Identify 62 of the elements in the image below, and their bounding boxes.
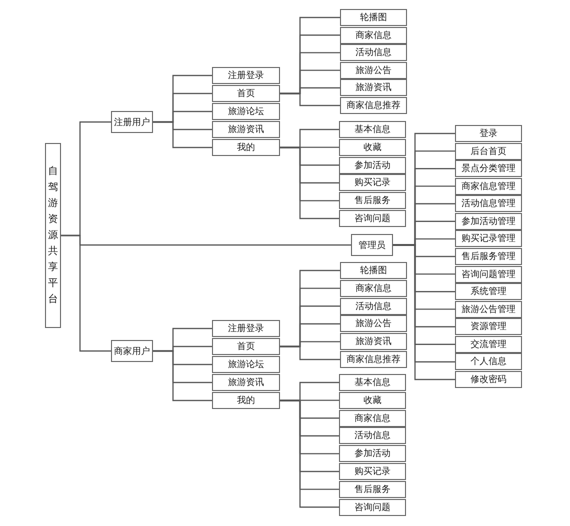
module-box: 基本信息 (339, 374, 406, 391)
module-box: 景点分类管理 (455, 160, 522, 178)
module-box: 咨询问题 (339, 498, 406, 516)
connector-line (153, 350, 212, 402)
module-box: 资源管理 (455, 318, 522, 336)
module-box: 旅游资讯 (340, 79, 407, 96)
module-box: 轮播图 (340, 262, 407, 279)
module-box: 活动信息 (339, 427, 406, 444)
module-box: 参加活动管理 (455, 212, 522, 230)
module-box: 交流管理 (455, 336, 522, 353)
module-box: 参加活动 (339, 445, 406, 462)
module-box: 商家用户 (111, 340, 153, 362)
module-box: 收藏 (339, 138, 406, 156)
module-box: 首页 (212, 85, 280, 102)
module-box: 后台首页 (455, 142, 522, 160)
module-box: 首页 (212, 338, 280, 355)
module-box: 注册登录 (212, 67, 280, 84)
connector-line (280, 346, 340, 360)
module-box: 参加活动 (339, 156, 406, 174)
module-box: 旅游公告 (340, 62, 407, 79)
module-box: 注册用户 (111, 111, 153, 133)
module-box: 售后服务管理 (455, 248, 522, 265)
module-box: 商家信息推荐 (340, 351, 407, 368)
connector-line (280, 146, 339, 220)
module-box: 商家信息 (340, 26, 407, 44)
module-box: 个人信息 (455, 353, 522, 370)
module-box: 收藏 (339, 392, 406, 409)
module-box: 活动信息 (340, 44, 407, 62)
root-box: 自驾游资源共享平台 (45, 143, 61, 328)
module-box: 活动信息管理 (455, 195, 522, 212)
module-box: 商家信息 (340, 280, 407, 297)
module-box: 基本信息 (339, 121, 406, 138)
module-box: 旅游论坛 (212, 103, 280, 120)
module-box: 管理员 (351, 234, 393, 256)
module-box: 咨询问题管理 (455, 266, 522, 283)
module-box: 系统管理 (455, 283, 522, 300)
connector-line (153, 121, 212, 148)
module-box: 活动信息 (340, 298, 407, 315)
module-box: 轮播图 (340, 9, 407, 26)
module-box: 购买记录 (339, 463, 406, 480)
module-box: 商家信息推荐 (340, 97, 407, 114)
module-box: 购买记录管理 (455, 230, 522, 248)
module-box: 旅游资讯 (340, 333, 407, 350)
module-box: 购买记录 (339, 174, 406, 192)
module-box: 旅游公告 (340, 315, 407, 332)
module-box: 修改密码 (455, 370, 522, 388)
connector-line (280, 92, 340, 106)
module-box: 商家信息 (339, 410, 406, 427)
module-box: 旅游资讯 (212, 374, 280, 391)
module-box: 旅游论坛 (212, 356, 280, 373)
module-box: 登录 (455, 125, 522, 142)
module-box: 商家信息管理 (455, 178, 522, 195)
module-box: 我的 (212, 392, 280, 409)
module-box: 我的 (212, 139, 280, 156)
connector-line (61, 234, 111, 352)
module-box: 售后服务 (339, 192, 406, 210)
module-box: 注册登录 (212, 320, 280, 337)
module-box: 售后服务 (339, 480, 406, 498)
module-box: 旅游资讯 (212, 121, 280, 138)
module-box: 旅游公告管理 (455, 300, 522, 318)
connector-line (280, 400, 339, 508)
module-box: 咨询问题 (339, 210, 406, 227)
